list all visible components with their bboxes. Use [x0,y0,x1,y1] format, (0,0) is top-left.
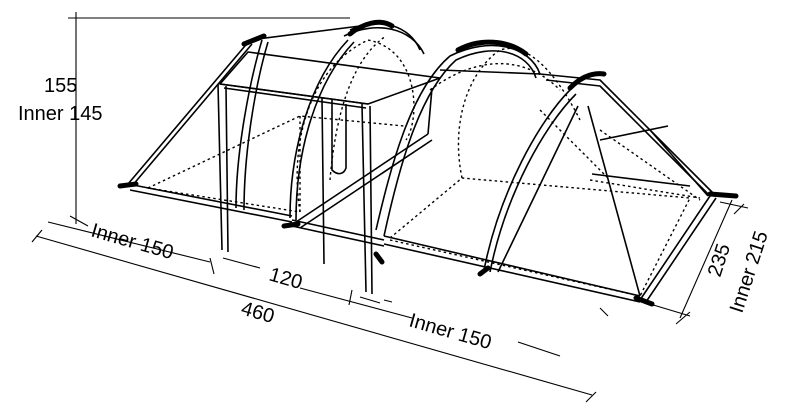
right-inner-length-label: Inner 150 [407,310,494,354]
width-label: 235 [704,241,735,280]
height-label: 155 [44,75,77,97]
total-length-label: 460 [239,298,277,328]
tent-frame [127,22,717,303]
inner-dashed-lines [147,35,701,297]
inner-height-label: Inner 145 [18,103,103,125]
inner-width-label: Inner 215 [726,228,773,315]
dimension-lines [31,12,749,403]
pole-sleeves [117,19,739,307]
middle-length-label: 120 [267,264,305,294]
left-inner-length-label: Inner 150 [89,220,176,264]
